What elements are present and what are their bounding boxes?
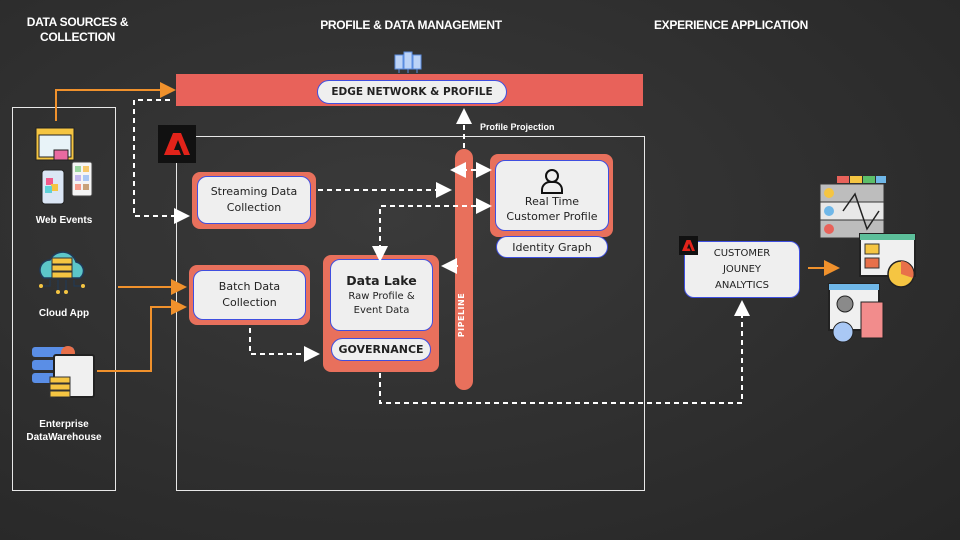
data-lake-title: Data Lake [346, 273, 417, 288]
edge-network-profile[interactable]: EDGE NETWORK & PROFILE [317, 80, 507, 104]
user-icon [541, 168, 563, 194]
web-events-label: Web Events [35, 215, 93, 226]
batch-line2: Collection [222, 296, 277, 309]
web-to-edge-arrow [55, 82, 176, 121]
batch-line1: Batch Data [218, 280, 281, 293]
streaming-line2: Collection [226, 201, 282, 214]
governance[interactable]: GOVERNANCE [331, 338, 431, 361]
cja-line1: CUSTOMER [713, 247, 771, 259]
real-time-customer-profile[interactable]: Real Time Customer Profile [495, 160, 609, 231]
sources-frame [12, 107, 116, 491]
profile-projection-label: Profile Projection [480, 122, 555, 132]
adobe-logo-small-icon [679, 236, 698, 255]
customer-journey-analytics[interactable]: CUSTOMER JOUNEY ANALYTICS [684, 241, 800, 298]
edge-to-streaming-arrow [133, 99, 190, 224]
adobe-logo-icon [158, 125, 196, 163]
data-lake-line1: Raw Profile & [348, 291, 415, 302]
header-profile-management: PROFILE & DATA MANAGEMENT [320, 18, 502, 32]
web-events-icon [35, 127, 93, 205]
datalake-to-cja-arrow [379, 300, 750, 404]
batch-to-datalake-arrow [249, 328, 320, 362]
rtcp-line2: Customer Profile [506, 209, 598, 223]
header-data-sources: DATA SOURCES & COLLECTION [26, 15, 129, 44]
server-icon [394, 51, 422, 73]
identity-graph[interactable]: Identity Graph [496, 236, 608, 258]
batch-data-collection[interactable]: Batch Data Collection [193, 270, 306, 320]
cja-line3: ANALYTICS [715, 279, 769, 291]
streaming-line1: Streaming Data [210, 185, 298, 198]
header-experience-application: EXPERIENCE APPLICATION [653, 18, 809, 32]
cloud-app-label: Cloud App [38, 308, 90, 319]
warehouse-label-line2: DataWarehouse [26, 432, 102, 443]
streaming-data-collection[interactable]: Streaming Data Collection [197, 176, 311, 224]
warehouse-to-batch-arrow [97, 299, 187, 372]
data-lake[interactable]: Data Lake Raw Profile & Event Data [330, 259, 433, 331]
analytics-dashboard-icon [819, 176, 916, 343]
data-warehouse-icon [32, 346, 95, 398]
warehouse-label-line1: Enterprise [39, 419, 89, 430]
data-lake-line2: Event Data [353, 305, 410, 316]
datalake-rtcp-arrow [372, 198, 492, 262]
rtcp-line1: Real Time [524, 194, 580, 208]
cja-line2: JOUNEY [722, 263, 762, 275]
cloud-app-icon [39, 251, 85, 294]
